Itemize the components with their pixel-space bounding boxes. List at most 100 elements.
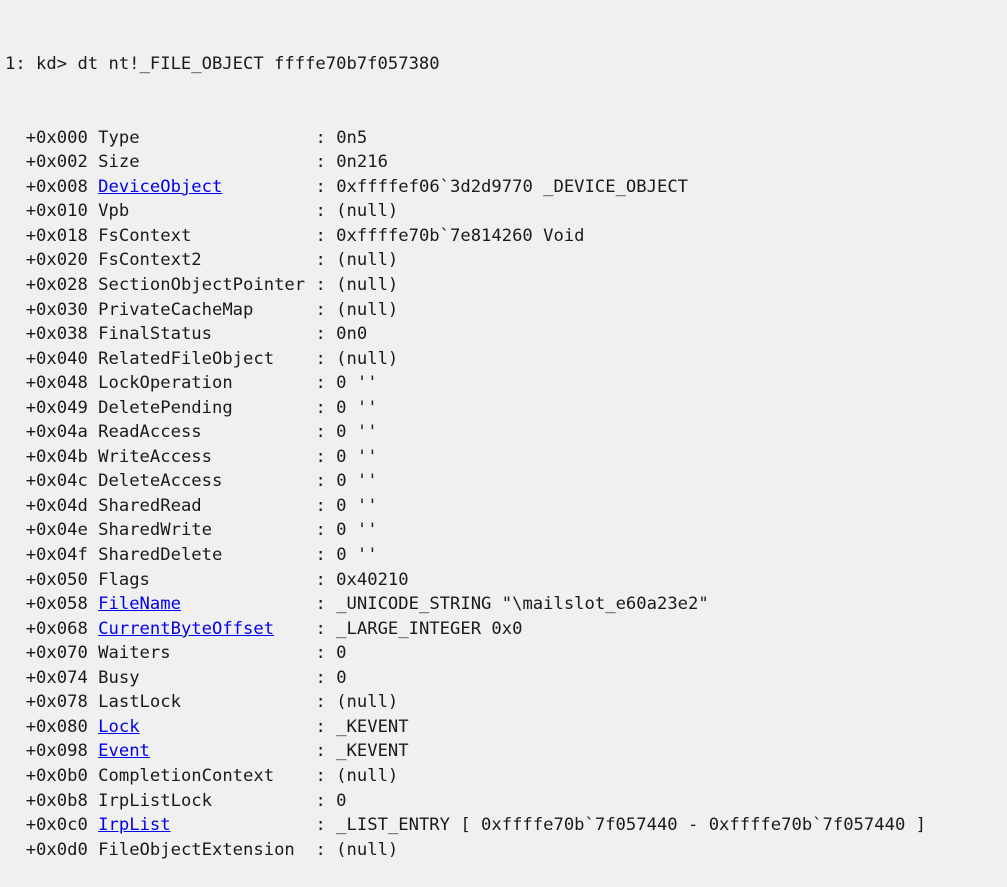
spacer bbox=[88, 840, 98, 860]
colon-separator: : bbox=[305, 127, 337, 148]
field-value: 0 '' bbox=[336, 397, 378, 418]
indent bbox=[5, 520, 26, 540]
field-row: +0x04b WriteAccess : 0 '' bbox=[5, 445, 1007, 470]
indent bbox=[5, 471, 26, 491]
field-offset: +0x04e bbox=[25, 520, 88, 541]
spacer bbox=[88, 545, 98, 565]
field-name: IrpListLock bbox=[98, 790, 212, 811]
field-name: LastLock bbox=[98, 692, 181, 713]
indent bbox=[5, 668, 26, 688]
field-name: Waiters bbox=[98, 643, 171, 664]
field-value: 0 '' bbox=[336, 422, 378, 443]
field-value: 0xffffe70b`7e814260 Void bbox=[336, 225, 585, 246]
indent bbox=[5, 766, 26, 786]
spacer bbox=[88, 570, 98, 590]
indent bbox=[5, 594, 26, 614]
padding bbox=[171, 815, 306, 835]
field-name-link[interactable]: Event bbox=[98, 741, 150, 762]
field-name-link[interactable]: DeviceObject bbox=[98, 176, 223, 197]
field-row: +0x028 SectionObjectPointer : (null) bbox=[5, 273, 1007, 298]
colon-separator: : bbox=[305, 422, 337, 443]
field-name: Type bbox=[98, 127, 140, 148]
colon-separator: : bbox=[305, 373, 337, 394]
spacer bbox=[88, 520, 98, 540]
colon-separator: : bbox=[305, 716, 337, 737]
field-row: +0x030 PrivateCacheMap : (null) bbox=[5, 298, 1007, 323]
padding bbox=[222, 545, 305, 565]
colon-separator: : bbox=[305, 643, 337, 664]
colon-separator: : bbox=[305, 790, 337, 811]
padding bbox=[253, 300, 305, 320]
indent bbox=[5, 398, 26, 418]
padding bbox=[140, 128, 306, 148]
field-list: +0x000 Type : 0n5 +0x002 Size : 0n216 +0… bbox=[5, 126, 1007, 862]
spacer bbox=[88, 177, 98, 197]
field-value: 0 '' bbox=[336, 471, 378, 492]
colon-separator: : bbox=[305, 741, 337, 762]
field-offset: +0x048 bbox=[25, 373, 88, 394]
padding bbox=[233, 373, 305, 393]
indent bbox=[5, 643, 26, 663]
padding bbox=[140, 668, 306, 688]
field-offset: +0x04c bbox=[25, 471, 88, 492]
field-offset: +0x0c0 bbox=[25, 815, 88, 836]
field-name-link[interactable]: CurrentByteOffset bbox=[98, 618, 275, 639]
field-offset: +0x018 bbox=[25, 225, 88, 246]
field-row: +0x020 FsContext2 : (null) bbox=[5, 248, 1007, 273]
indent bbox=[5, 570, 26, 590]
field-name: ReadAccess bbox=[98, 422, 202, 443]
field-name: FileObjectExtension bbox=[98, 839, 295, 860]
field-name: FinalStatus bbox=[98, 324, 212, 345]
field-row: +0x0b8 IrpListLock : 0 bbox=[5, 789, 1007, 814]
field-name-link[interactable]: Lock bbox=[98, 716, 140, 737]
indent bbox=[5, 152, 26, 172]
field-offset: +0x0b8 bbox=[25, 790, 88, 811]
colon-separator: : bbox=[305, 594, 337, 615]
field-offset: +0x078 bbox=[25, 692, 88, 713]
colon-separator: : bbox=[305, 201, 337, 222]
spacer bbox=[88, 668, 98, 688]
indent bbox=[5, 791, 26, 811]
spacer bbox=[88, 275, 98, 295]
command-text: dt nt!_FILE_OBJECT ffffe70b7f057380 bbox=[77, 54, 440, 75]
field-row: +0x0c0 IrpList : _LIST_ENTRY [ 0xffffe70… bbox=[5, 813, 1007, 838]
field-value: _LARGE_INTEGER 0x0 bbox=[336, 618, 523, 639]
colon-separator: : bbox=[305, 176, 337, 197]
command-line: 1: kd> dt nt!_FILE_OBJECT ffffe70b7f0573… bbox=[5, 52, 1007, 77]
indent bbox=[5, 815, 26, 835]
field-row: +0x080 Lock : _KEVENT bbox=[5, 715, 1007, 740]
field-row: +0x018 FsContext : 0xffffe70b`7e814260 V… bbox=[5, 224, 1007, 249]
indent bbox=[5, 373, 26, 393]
field-offset: +0x098 bbox=[25, 741, 88, 762]
field-offset: +0x050 bbox=[25, 569, 88, 590]
field-name-link[interactable]: IrpList bbox=[98, 815, 171, 836]
field-offset: +0x000 bbox=[25, 127, 88, 148]
padding bbox=[212, 324, 305, 344]
spacer bbox=[88, 815, 98, 835]
field-name-link[interactable]: FileName bbox=[98, 594, 181, 615]
field-row: +0x04d SharedRead : 0 '' bbox=[5, 494, 1007, 519]
spacer bbox=[88, 373, 98, 393]
field-value: (null) bbox=[336, 765, 399, 786]
colon-separator: : bbox=[305, 545, 337, 566]
colon-separator: : bbox=[305, 692, 337, 713]
indent bbox=[5, 349, 26, 369]
field-offset: +0x04a bbox=[25, 422, 88, 443]
field-row: +0x070 Waiters : 0 bbox=[5, 641, 1007, 666]
indent bbox=[5, 177, 26, 197]
field-name: SectionObjectPointer bbox=[98, 275, 306, 296]
spacer bbox=[88, 619, 98, 639]
field-value: (null) bbox=[336, 275, 399, 296]
colon-separator: : bbox=[305, 324, 337, 345]
spacer bbox=[88, 324, 98, 344]
field-row: +0x008 DeviceObject : 0xffffef06`3d2d977… bbox=[5, 175, 1007, 200]
padding bbox=[140, 717, 306, 737]
padding bbox=[212, 791, 305, 811]
padding bbox=[191, 226, 305, 246]
spacer bbox=[88, 152, 98, 172]
field-value: _UNICODE_STRING "\mailslot_e60a23e2" bbox=[336, 594, 709, 615]
colon-separator: : bbox=[305, 299, 337, 320]
field-offset: +0x008 bbox=[25, 176, 88, 197]
padding bbox=[181, 594, 305, 614]
field-row: +0x078 LastLock : (null) bbox=[5, 690, 1007, 715]
